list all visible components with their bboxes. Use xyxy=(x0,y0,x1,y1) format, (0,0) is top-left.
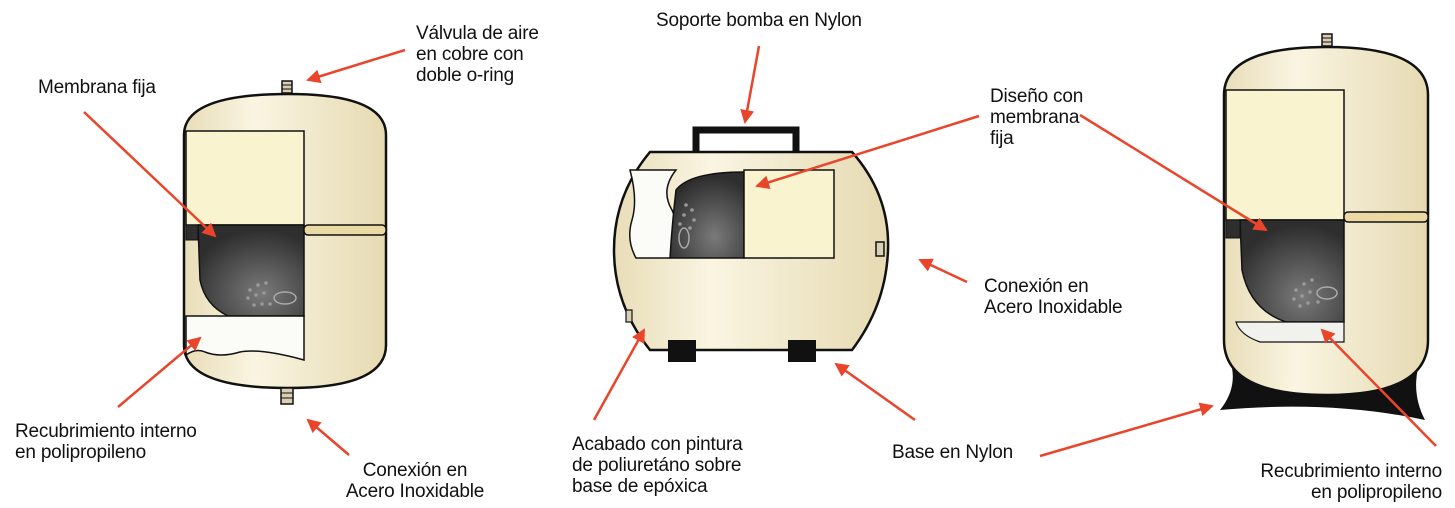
label-valvula-aire-line2: en cobre con xyxy=(416,44,524,65)
label-base-nylon-line1: Base en Nylon xyxy=(892,442,1013,463)
label-diseno-membrana-line3: fija xyxy=(990,128,1014,149)
label-recubrimiento-der-line1: Recubrimiento interno xyxy=(1260,461,1442,482)
label-base-nylon: Base en Nylon xyxy=(892,442,1013,463)
center-tank-foot-right xyxy=(788,340,816,362)
arrow-recubrimiento-izq xyxy=(117,336,202,408)
label-conexion-izq-line1: Conexión en xyxy=(362,460,468,481)
arrow-soporte-bomba xyxy=(740,45,761,124)
left-tank-membrane xyxy=(197,224,305,317)
center-tank-air-chamber xyxy=(743,169,835,259)
callout-arrows xyxy=(83,45,1437,458)
right-tank-band xyxy=(1343,211,1429,223)
label-diseno-membrana-line2: membrana xyxy=(990,107,1080,128)
left-tank xyxy=(182,80,388,405)
arrow-base-nylon-der xyxy=(1039,402,1214,458)
label-valvula-aire-line1: Válvula de aire xyxy=(416,23,539,44)
arrow-conexion-izq xyxy=(306,418,350,456)
label-conexion-centro-line2: Acero Inoxidable xyxy=(984,297,1123,318)
arrow-recubrimiento-der xyxy=(1320,328,1437,447)
label-diseno-membrana-line1: Diseño con xyxy=(990,86,1084,107)
center-tank-side-connection xyxy=(875,241,885,257)
right-tank-air-chamber xyxy=(1225,89,1345,221)
label-conexion-centro-line1: Conexión en xyxy=(984,276,1089,297)
label-membrana-fija: Membrana fija xyxy=(38,77,156,98)
label-recubrimiento-der-line2: en polipropileno xyxy=(1311,482,1442,503)
label-recubrimiento-der: Recubrimiento interno en polipropileno xyxy=(1200,461,1442,503)
left-tank-air-valve xyxy=(281,80,293,94)
label-acabado-line2: de poliuretáno sobre xyxy=(572,455,742,476)
arrow-valvula-aire xyxy=(306,48,406,84)
arrow-conexion-centro xyxy=(918,258,968,284)
left-tank-band xyxy=(303,224,387,236)
left-tank-air-chamber xyxy=(185,130,305,226)
label-soporte-bomba: Soporte bomba en Nylon xyxy=(656,10,862,31)
right-tank xyxy=(1220,33,1430,420)
arrow-diseno-membrana-der xyxy=(1079,113,1268,232)
arrow-acabado xyxy=(592,328,646,421)
center-tank-foot-left xyxy=(668,340,696,362)
label-valvula-aire: Válvula de aire en cobre con doble o-rin… xyxy=(416,23,539,86)
right-tank-liner xyxy=(1235,321,1345,343)
label-recubrimiento-izq-line1: Recubrimiento interno xyxy=(15,421,197,442)
label-conexion-izq-line2: Acero Inoxidable xyxy=(345,481,485,502)
right-tank-air-valve xyxy=(1321,33,1333,47)
arrow-base-nylon-centro xyxy=(834,362,916,422)
left-tank-bottom-connection xyxy=(280,387,294,405)
label-acabado-line1: Acabado con pintura xyxy=(572,434,743,455)
label-conexion-centro: Conexión en Acero Inoxidable xyxy=(984,276,1123,318)
label-acabado-line3: base de epóxica xyxy=(572,476,708,497)
arrow-diseno-membrana xyxy=(755,114,980,190)
label-recubrimiento-izq: Recubrimiento interno en polipropileno xyxy=(15,421,197,463)
center-tank xyxy=(612,126,890,362)
label-recubrimiento-izq-line2: en polipropileno xyxy=(15,442,146,463)
label-acabado: Acabado con pintura de poliuretáno sobre… xyxy=(572,434,743,497)
label-membrana-fija-line1: Membrana fija xyxy=(38,77,156,98)
arrow-membrana-fija xyxy=(83,111,217,238)
label-valvula-aire-line3: doble o-ring xyxy=(416,65,514,86)
label-soporte-bomba-line1: Soporte bomba en Nylon xyxy=(656,10,862,31)
label-diseno-membrana: Diseño con membrana fija xyxy=(990,86,1083,149)
label-conexion-izq: Conexión en Acero Inoxidable xyxy=(340,460,490,502)
center-tank-pump-support xyxy=(692,126,800,155)
